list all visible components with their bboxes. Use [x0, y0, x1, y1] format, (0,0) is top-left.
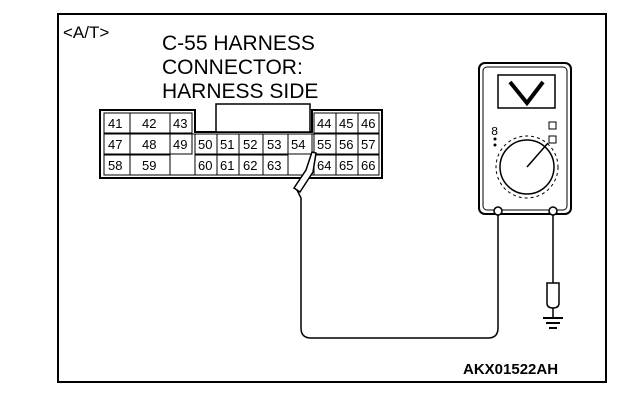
mode-label: <A/T> — [63, 23, 109, 42]
pin-number: 42 — [142, 116, 156, 131]
figure-frame — [57, 13, 607, 383]
connector-key — [215, 103, 311, 133]
figure-code: AKX01522AH — [463, 361, 558, 378]
meter-body-inner — [482, 66, 568, 211]
pin-number: 55 — [317, 137, 331, 152]
negative-terminal — [493, 206, 503, 216]
pin-number: 56 — [339, 137, 353, 152]
probe-tip — [292, 151, 317, 194]
pin-number: 45 — [339, 116, 353, 131]
pin-number: 44 — [317, 116, 331, 131]
pin-number: 47 — [108, 137, 122, 152]
voltage-symbol — [508, 80, 545, 107]
pin-number: 66 — [361, 158, 375, 173]
probe-lead-wire — [296, 189, 499, 339]
meter-display — [497, 74, 556, 109]
connector-title-line-2: CONNECTOR: — [162, 56, 303, 79]
indicator-square — [548, 121, 557, 130]
selector-dial-rim — [495, 135, 559, 199]
pin-number: 54 — [291, 137, 305, 152]
pin-number: 59 — [142, 158, 156, 173]
pin-number: 50 — [198, 137, 212, 152]
pin-number: 61 — [220, 158, 234, 173]
mode-indicator: 8 — [491, 125, 498, 139]
pin-number: 43 — [173, 116, 187, 131]
pin-number: 62 — [243, 158, 257, 173]
pin-number: 46 — [361, 116, 375, 131]
connector-outline — [99, 109, 383, 179]
indicator-dot — [493, 143, 497, 147]
selector-pointer — [526, 142, 549, 168]
pin-number: 60 — [198, 158, 212, 173]
pin-number: 53 — [267, 137, 281, 152]
harness-connector: 41 42 43 44 45 46 47 48 49 50 51 52 53 5… — [99, 103, 383, 179]
indicator-square — [548, 135, 557, 144]
ground-icon — [543, 317, 563, 329]
pin-number: 64 — [317, 158, 331, 173]
pin-number: 49 — [173, 137, 187, 152]
indicator-dot — [493, 137, 497, 141]
pin-number: 57 — [361, 137, 375, 152]
pin-number: 51 — [220, 137, 234, 152]
pin-number: 52 — [243, 137, 257, 152]
positive-terminal — [548, 206, 558, 216]
connector-title-line-1: C-55 HARNESS — [162, 32, 315, 55]
pin-number: 65 — [339, 158, 353, 173]
connector-title-line-3: HARNESS SIDE — [162, 80, 318, 103]
voltmeter: V 8 — [478, 62, 572, 216]
ground-clip — [546, 282, 560, 318]
pin-number: 41 — [108, 116, 122, 131]
pin-number: 63 — [267, 158, 281, 173]
pin-number: 58 — [108, 158, 122, 173]
pin-number: 48 — [142, 137, 156, 152]
